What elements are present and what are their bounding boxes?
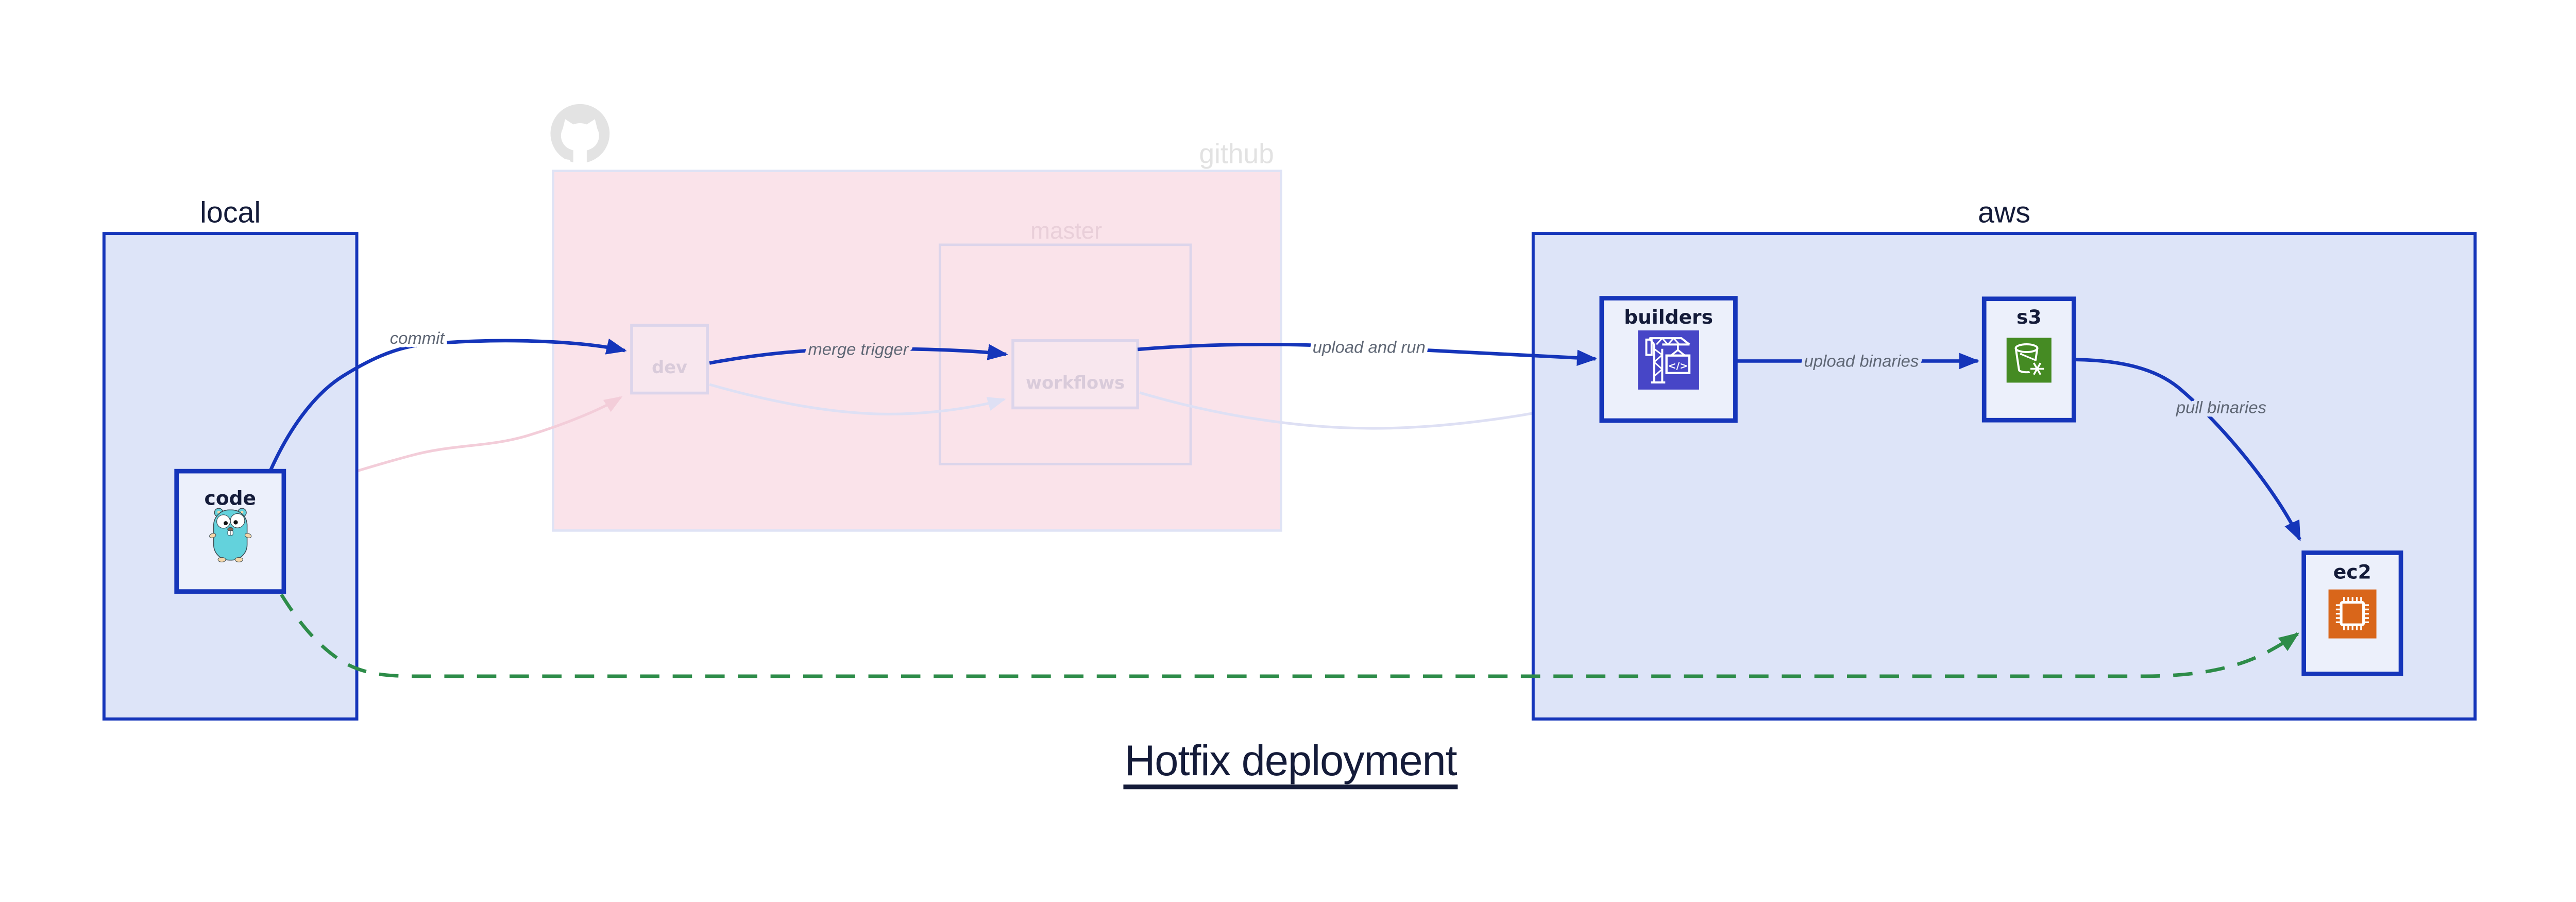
node-s3-label: s3: [2016, 306, 2042, 328]
faded-edge-workflows-to-builders: [1139, 391, 1594, 430]
edge-upload-and-run: [1137, 342, 1598, 366]
node-dev-label: dev: [652, 357, 687, 377]
codebuild-icon: </>: [1638, 330, 1699, 390]
title-group: Hotfix deployment: [1123, 737, 1458, 790]
master-group-label: master: [1030, 218, 1102, 244]
codebuild-code-glyph: </>: [1668, 360, 1688, 372]
local-group-label: local: [200, 196, 261, 229]
node-ec2-label: ec2: [2333, 561, 2371, 583]
master-container: [938, 243, 1192, 465]
edge-upload-binaries-label: upload binaries: [1804, 352, 1919, 371]
page-title: Hotfix deployment: [1124, 737, 1457, 784]
aws-group-label: aws: [1978, 196, 2030, 229]
edge-pull-binaries: [2074, 358, 2301, 542]
edge-hotfix-direct: [280, 593, 2300, 678]
ec2-chip-icon: [2328, 589, 2377, 639]
edge-labels-layer: commit merge trigger upload and run uplo…: [386, 325, 2270, 420]
local-group: local code: [102, 196, 359, 721]
edge-commit: [268, 338, 627, 472]
github-group: github master dev workflows: [284, 104, 1594, 532]
node-ec2: ec2: [2301, 550, 2403, 676]
node-workflows-label: workflows: [1026, 373, 1125, 393]
node-code-label: code: [205, 487, 256, 509]
edge-merge-trigger: [709, 344, 1008, 365]
s3-glacier-icon: [2006, 338, 2052, 383]
node-s3: s3: [1981, 296, 2076, 423]
github-group-label: github: [1199, 139, 1274, 170]
edges-layer: [268, 338, 2301, 678]
edge-pull-binaries-label: pull binaries: [2176, 397, 2266, 416]
aws-group: aws builders </> s3: [1531, 196, 2477, 721]
node-dev: dev: [630, 324, 709, 395]
edge-merge-trigger-label: merge trigger: [808, 340, 909, 359]
edge-upload-and-run-label: upload and run: [1313, 338, 1426, 357]
node-code: code: [174, 469, 286, 594]
node-workflows: workflows: [1011, 339, 1139, 410]
node-builders: builders </>: [1599, 296, 1738, 423]
edge-commit-label: commit: [390, 328, 446, 347]
node-builders-label: builders: [1624, 306, 1713, 328]
faded-edge-dev-to-workflows: [709, 383, 1006, 415]
github-octocat-icon: [550, 104, 610, 163]
gopher-icon: [209, 508, 252, 562]
